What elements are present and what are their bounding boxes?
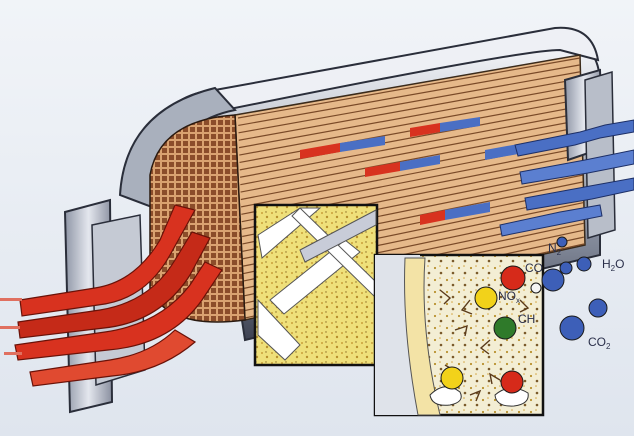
molecule-icon	[542, 269, 564, 291]
h2o-label: H	[602, 257, 611, 271]
molecule-icon	[441, 367, 463, 389]
molecule-icon	[475, 287, 497, 309]
molecule-icon	[560, 316, 584, 340]
molecule-icon	[589, 299, 607, 317]
molecule-icon	[531, 283, 541, 293]
co2-label: CO	[588, 335, 606, 349]
channel-closeup-inset	[255, 205, 377, 365]
molecule-icon	[494, 317, 516, 339]
co-label: CO	[525, 261, 543, 275]
molecule-icon	[560, 262, 572, 274]
molecule-icon	[577, 257, 591, 271]
molecule-icon	[501, 371, 523, 393]
n2-label: N	[548, 241, 557, 255]
nox-label: NO	[498, 289, 516, 303]
ch-label: CH	[518, 312, 535, 326]
molecule-icon	[501, 266, 525, 290]
molecule-icon	[557, 237, 567, 247]
